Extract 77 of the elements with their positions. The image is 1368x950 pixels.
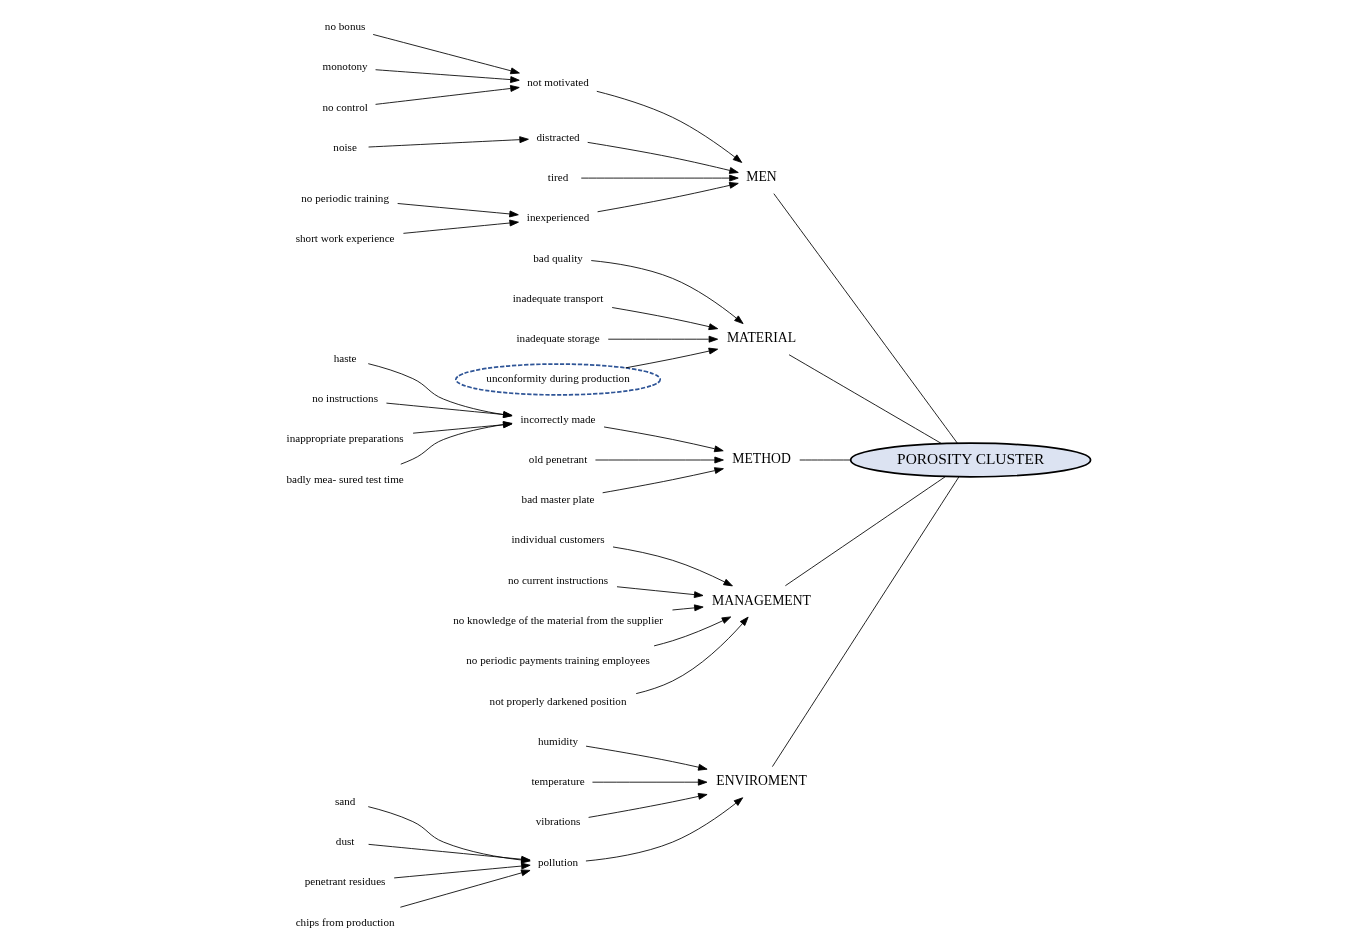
node-text: no knowledge of the material from the supplier [453, 614, 663, 626]
node-text: bad master plate [521, 493, 595, 506]
arrow [603, 426, 724, 453]
arrow [611, 307, 719, 331]
arrow [596, 90, 743, 163]
node-ellipse: POROSITY CLUSTER [849, 442, 1092, 478]
node-text: individual customers [511, 533, 605, 546]
node-text: sand [334, 794, 356, 807]
node-text: distracted [536, 130, 580, 143]
node-text: no current instructions [507, 573, 609, 586]
node-text: humidity [537, 734, 579, 747]
connector [773, 193, 958, 444]
node-text: inadequate storage [516, 332, 600, 345]
node-text: no bonus [324, 20, 366, 33]
node-text: chips from production [295, 915, 395, 928]
connector [799, 459, 851, 461]
node-text: old penetrant [528, 452, 588, 465]
arrow [397, 203, 519, 218]
node-text: short work experience [295, 231, 395, 244]
arrow [585, 745, 708, 771]
node-text: bad quality [533, 251, 583, 264]
node-text: no control [322, 100, 368, 113]
arrow [375, 85, 520, 105]
arrow [597, 181, 739, 213]
arrow [672, 604, 704, 612]
arrow [595, 456, 724, 464]
node-text: inadequate transport [512, 291, 604, 304]
node-text: inappropriate preparations [286, 432, 404, 445]
arrow [412, 421, 513, 434]
node-text: inexperienced [526, 211, 590, 224]
node-text: tired [547, 171, 569, 184]
node-text: pollution [537, 855, 579, 868]
arrow [375, 69, 520, 84]
node-text: vibrations [535, 815, 581, 828]
node-text: METHOD [732, 451, 791, 467]
arrow [635, 616, 749, 695]
node-text: not motivated [527, 75, 589, 88]
arrow [403, 219, 519, 234]
node-text: dust [335, 835, 355, 848]
arrow [399, 869, 531, 908]
arrow [653, 616, 732, 647]
arrow [592, 778, 708, 786]
node-text: MATERIAL [726, 330, 797, 346]
arrow [588, 793, 708, 818]
arrow [602, 467, 724, 494]
arrow [367, 363, 513, 418]
connector [788, 354, 942, 444]
arrow [393, 862, 531, 879]
arrow [368, 136, 529, 148]
node-text: no periodic training [301, 191, 389, 204]
node-text: noise [333, 141, 357, 154]
node-text: no periodic payments training employees [466, 654, 650, 667]
arrow [616, 586, 704, 599]
node-text: MEN [746, 169, 777, 185]
node-text: MANAGEMENT [712, 592, 811, 608]
node-text: incorrectly made [520, 412, 596, 425]
arrow [625, 347, 719, 369]
arrow [612, 546, 733, 587]
node-text: temperature [531, 775, 585, 788]
connector [784, 476, 946, 587]
arrow [580, 174, 739, 182]
arrow [372, 34, 520, 75]
node-text: haste [333, 351, 357, 364]
arrow [386, 402, 513, 418]
arrow [607, 335, 719, 343]
arrow [400, 421, 513, 465]
node-text: penetrant residues [304, 875, 386, 888]
arrow [587, 141, 739, 174]
node-text: not properly darkened position [489, 694, 627, 707]
node-text: monotony [322, 60, 368, 73]
arrow [585, 797, 744, 862]
connector [771, 476, 960, 768]
node-text: ENVIROMENT [716, 773, 807, 789]
node-ellipse: unconformity during production [455, 363, 662, 396]
arrow [590, 260, 744, 325]
node-text: badly mea- sured test time [286, 472, 404, 485]
node-text: no instructions [312, 392, 379, 405]
